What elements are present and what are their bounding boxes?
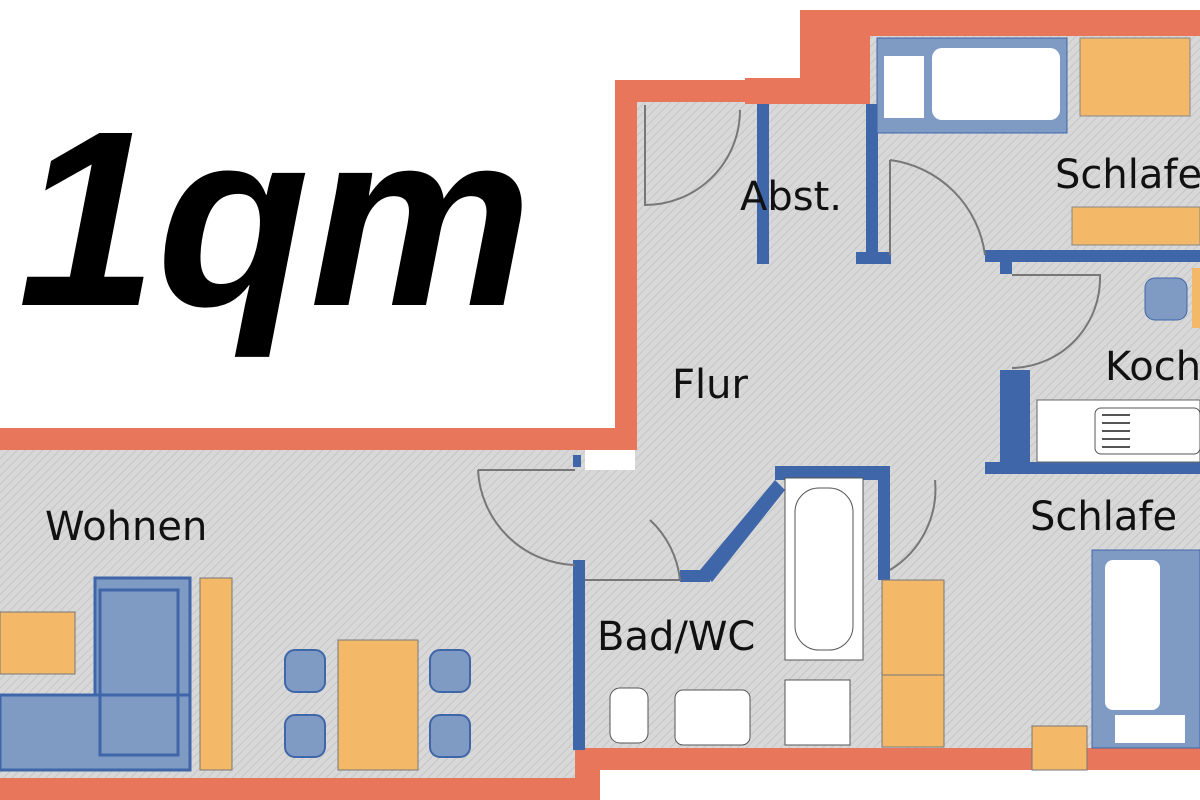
coffee-table	[0, 611, 76, 675]
desk-top	[1071, 206, 1200, 246]
area-label: 1qm	[18, 79, 532, 358]
dining-table	[337, 639, 419, 771]
washbasin	[674, 689, 751, 746]
shelf-living	[199, 577, 233, 771]
room-label-koch: Koch	[1105, 344, 1200, 390]
bed-bottom	[1091, 549, 1200, 749]
toilet	[609, 687, 649, 744]
bed-top	[876, 37, 1068, 134]
wardrobe-top	[1079, 37, 1191, 117]
room-label-abst: Abst.	[740, 174, 842, 220]
kitchen-shelf	[1192, 268, 1200, 328]
cabinet-bath-2	[881, 674, 945, 748]
inner-walls	[573, 104, 1200, 750]
kitchen-stool	[1144, 277, 1188, 321]
room-label-bad: Bad/WC	[597, 614, 755, 660]
room-label-flur: Flur	[672, 362, 748, 408]
room-label-schlafen-top: Schlafe	[1055, 152, 1200, 198]
sofa	[0, 576, 192, 772]
cabinet-bath-1	[881, 579, 945, 676]
door-swings	[477, 105, 1102, 581]
dining-chairs	[284, 649, 471, 758]
washing-machine	[784, 679, 851, 746]
nightstand	[1031, 725, 1088, 771]
room-label-wohnen: Wohnen	[45, 504, 207, 550]
kitchen-counter	[1036, 399, 1200, 463]
room-label-schlafen-bottom: Schlafe	[1030, 494, 1177, 540]
bathtub	[784, 477, 864, 661]
